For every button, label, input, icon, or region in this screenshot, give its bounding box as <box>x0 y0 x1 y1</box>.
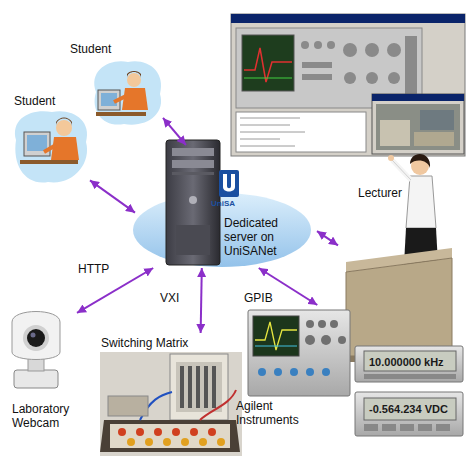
node-label: UniSA <box>211 199 235 208</box>
node-box: Switching Matrix <box>98 333 244 458</box>
node-label: Student <box>70 42 111 56</box>
node-label: Agilent Instruments <box>236 399 306 427</box>
node-box: Student <box>66 40 163 122</box>
connector-arrow <box>201 268 202 333</box>
instrument-readout: -0.564.234 VDC <box>369 402 448 416</box>
protocol-label: HTTP <box>78 262 109 276</box>
node-label: Switching Matrix <box>101 336 188 350</box>
node-label: Student <box>14 94 55 108</box>
connector-arrow <box>163 118 186 145</box>
node-label: Lecturer <box>358 186 402 200</box>
connector-arrow <box>90 180 135 212</box>
protocol-label: GPIB <box>244 291 273 305</box>
instrument-readout: 10.000000 kHz <box>369 355 444 369</box>
node-box: UniSA Dedicated server on UniSANet <box>135 145 317 268</box>
connector-arrow <box>317 231 338 245</box>
protocol-label: VXI <box>160 291 179 305</box>
node-box: Laboratory Webcam <box>6 306 77 444</box>
lecturer-figure <box>342 154 456 362</box>
student-icon <box>94 61 161 124</box>
node-box: Student <box>8 92 90 185</box>
webcam-illustration <box>12 312 60 389</box>
server-illustration <box>133 140 311 267</box>
software-screenshot <box>231 14 465 156</box>
student-icon <box>15 111 87 182</box>
node-label: Laboratory Webcam <box>12 402 74 430</box>
node-label: Dedicated server on UniSANet <box>224 216 314 258</box>
node-box: Agilent Instruments <box>232 305 465 450</box>
node-box: Lecturer <box>338 150 460 362</box>
switching-matrix-photo <box>100 352 242 456</box>
